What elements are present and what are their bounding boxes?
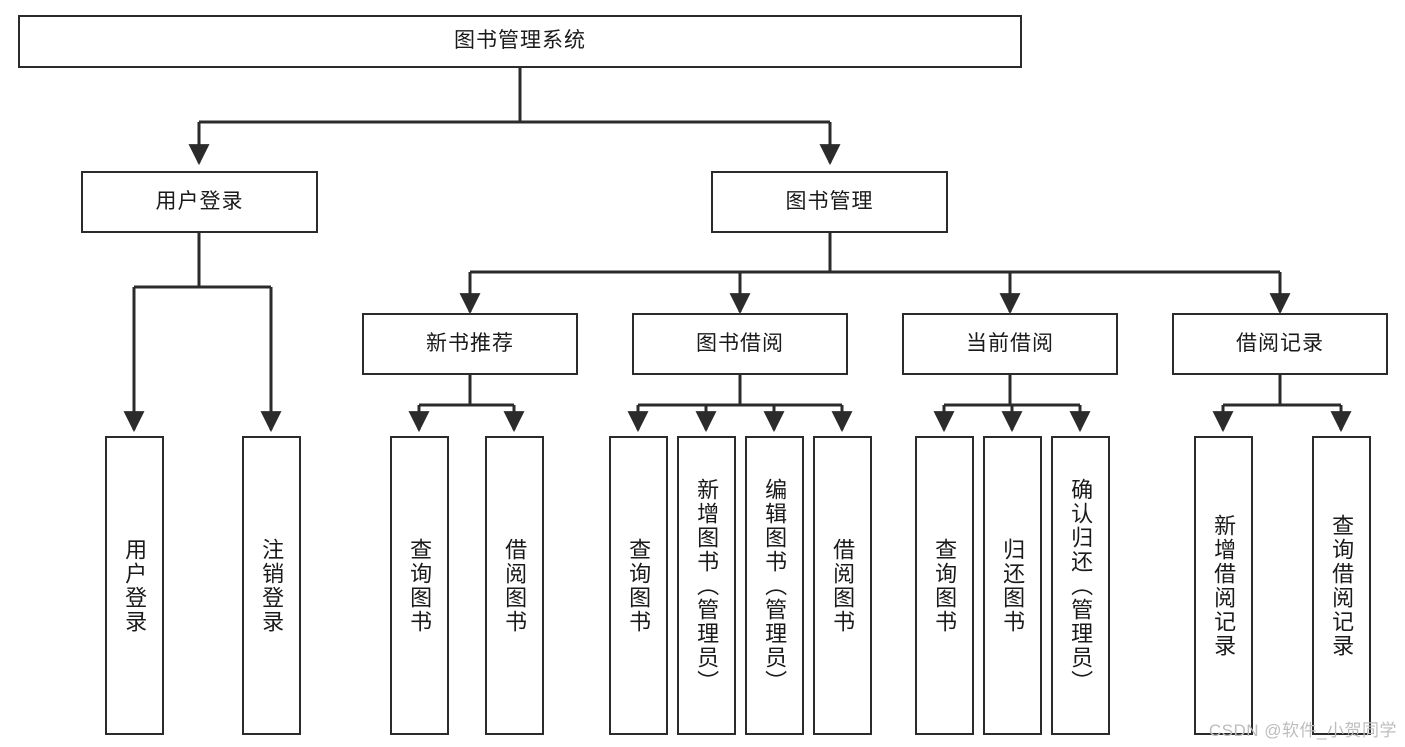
node-label: 确认归还（管理员）: [1068, 477, 1094, 694]
node-label: 借阅图书: [502, 537, 528, 634]
leaf-current-borrow-query[interactable]: 查询图书: [915, 436, 974, 735]
node-label: 当前借阅: [966, 331, 1054, 355]
node-borrow-record[interactable]: 借阅记录: [1172, 313, 1388, 375]
node-label: 借阅记录: [1236, 331, 1324, 355]
leaf-user-login-signin[interactable]: 用户登录: [105, 436, 164, 735]
node-current-borrow[interactable]: 当前借阅: [902, 313, 1118, 375]
leaf-new-book-query[interactable]: 查询图书: [390, 436, 449, 735]
node-label: 编辑图书（管理员）: [762, 477, 788, 694]
node-label: 图书管理: [785, 189, 874, 213]
node-label: 新增图书（管理员）: [694, 477, 720, 694]
node-label: 查询图书: [407, 537, 433, 634]
node-label: 用户登录: [122, 537, 148, 634]
node-label: 查询图书: [932, 537, 958, 634]
node-book-management[interactable]: 图书管理: [711, 171, 948, 233]
node-book-borrow[interactable]: 图书借阅: [632, 313, 848, 375]
node-root-system[interactable]: 图书管理系统: [18, 15, 1022, 68]
node-label: 注销登录: [259, 537, 285, 634]
leaf-book-borrow-edit[interactable]: 编辑图书（管理员）: [745, 436, 804, 735]
leaf-current-borrow-confirm[interactable]: 确认归还（管理员）: [1051, 436, 1110, 735]
node-label: 图书管理系统: [454, 29, 586, 53]
node-new-book-recommend[interactable]: 新书推荐: [362, 313, 578, 375]
node-user-login[interactable]: 用户登录: [81, 171, 318, 233]
leaf-book-borrow-add[interactable]: 新增图书（管理员）: [677, 436, 736, 735]
leaf-borrow-record-query[interactable]: 查询借阅记录: [1312, 436, 1371, 735]
node-label: 图书借阅: [696, 331, 784, 355]
leaf-book-borrow-query[interactable]: 查询图书: [609, 436, 668, 735]
node-label: 借阅图书: [830, 537, 856, 634]
node-label: 用户登录: [155, 189, 244, 213]
node-label: 新增借阅记录: [1211, 513, 1237, 658]
node-label: 新书推荐: [426, 331, 514, 355]
leaf-new-book-borrow[interactable]: 借阅图书: [485, 436, 544, 735]
leaf-user-login-signout[interactable]: 注销登录: [242, 436, 301, 735]
leaf-borrow-record-add[interactable]: 新增借阅记录: [1194, 436, 1253, 735]
node-label: 归还图书: [1000, 537, 1026, 634]
node-label: 查询图书: [626, 537, 652, 634]
watermark-text: CSDN @软件_小贺同学: [1208, 721, 1397, 740]
leaf-current-borrow-return[interactable]: 归还图书: [983, 436, 1042, 735]
leaf-book-borrow-lend[interactable]: 借阅图书: [813, 436, 872, 735]
node-label: 查询借阅记录: [1329, 513, 1355, 658]
